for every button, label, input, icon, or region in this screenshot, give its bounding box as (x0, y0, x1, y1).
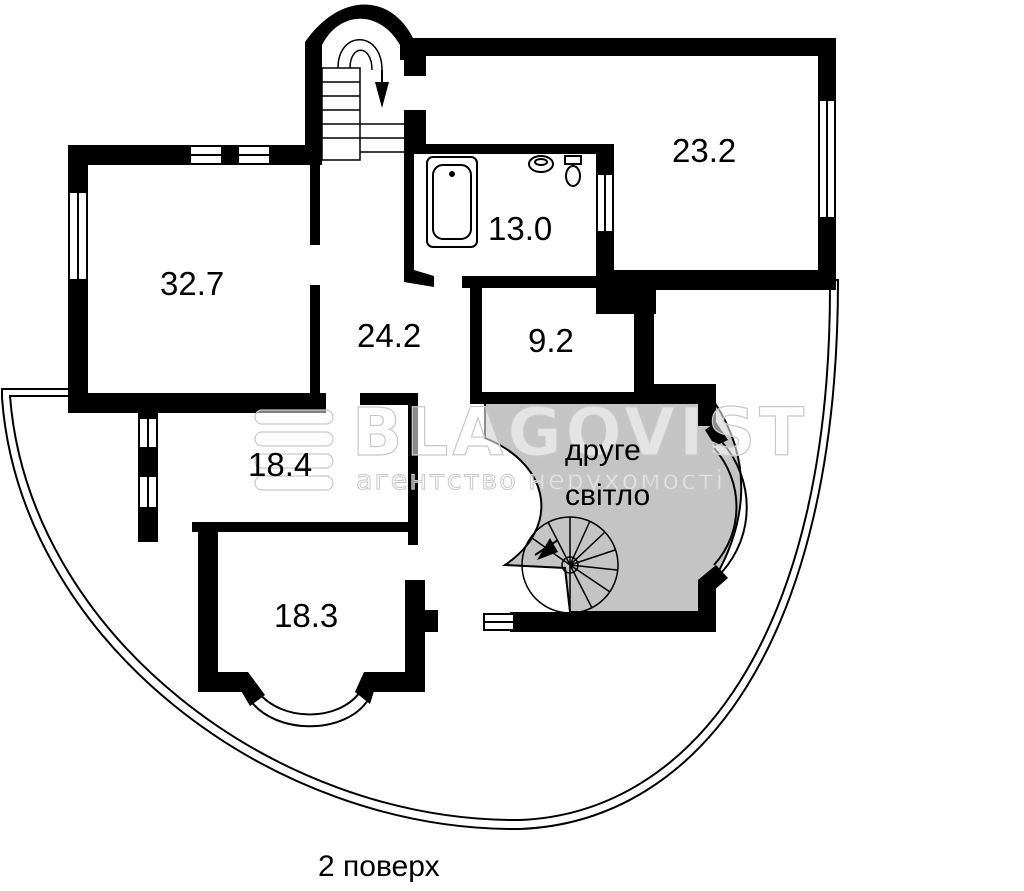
watermark-logo-icon (254, 409, 334, 491)
bathtub-icon (426, 156, 478, 248)
stair-direction-arrow-icon (375, 82, 389, 108)
floor-label: 2 поверх (318, 850, 440, 883)
second-light-label-line1: друге (565, 434, 641, 467)
second-light-area (484, 402, 743, 613)
toilet-icon (564, 155, 582, 187)
sink-icon (528, 155, 554, 173)
room-area-18-3: 18.3 (274, 597, 338, 634)
room-area-18-4: 18.4 (248, 446, 312, 483)
room-area-13-0: 13.0 (488, 210, 552, 247)
second-light-label-line2: світло (565, 479, 650, 512)
watermark-tagline: агентство нерухомості (356, 465, 725, 496)
second-light-curved-window (713, 441, 748, 573)
room-area-23-2: 23.2 (672, 132, 736, 169)
room-area-32-7: 32.7 (160, 265, 224, 302)
stair-tower (305, 4, 415, 161)
terrace-outline (1, 279, 840, 831)
windows (68, 99, 836, 631)
bay-window (249, 691, 369, 728)
watermark-brand: BLAGOVIST (352, 394, 808, 471)
room-area-9-2: 9.2 (528, 322, 574, 359)
walls (68, 38, 836, 706)
watermark: BLAGOVIST агентство нерухомості (254, 393, 808, 497)
room-area-24-2: 24.2 (357, 317, 421, 354)
spiral-staircase (521, 516, 619, 614)
spiral-stair-arrow-icon (537, 538, 558, 560)
